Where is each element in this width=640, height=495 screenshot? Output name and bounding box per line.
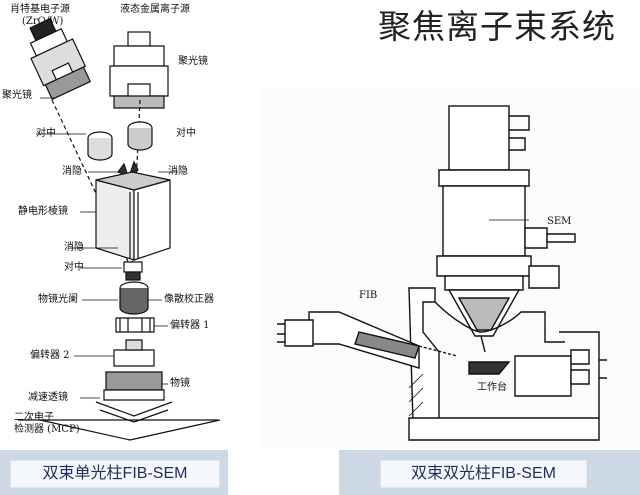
label-alignment-left: 对中 — [36, 128, 56, 139]
stigmator-drawing — [119, 281, 149, 315]
label-fib: FIB — [359, 290, 378, 301]
label-blanking-left: 消隐 — [62, 166, 82, 177]
label-deflector-2: 偏转器 2 — [30, 350, 70, 361]
dual-column-diagram: SEM FIB 工作台 — [259, 88, 640, 448]
caption-single-column: 双束单光柱FIB-SEM — [10, 460, 220, 488]
label-condenser-lens-right: 聚光镜 — [178, 56, 208, 67]
caption-dual-column: 双束双光柱FIB-SEM — [380, 460, 587, 488]
label-deflector-1: 偏转器 1 — [170, 320, 210, 331]
deflector-2-drawing — [113, 339, 155, 367]
label-electrostatic-prism: 静电形棱镜 — [18, 206, 68, 217]
alignment-drawing-left — [87, 131, 113, 161]
label-sem: SEM — [547, 216, 572, 227]
label-detector-mcp: 检测器 (MCP) — [14, 424, 80, 435]
label-electron-source: 肖特基电子源 — [10, 4, 70, 15]
retarding-lens-drawing — [95, 401, 173, 423]
deflector-1-drawing — [115, 317, 155, 333]
label-blanking-right: 消隐 — [168, 166, 188, 177]
label-alignment-right: 对中 — [176, 128, 196, 139]
sem-column-drawing — [436, 105, 576, 353]
page-title: 聚焦离子束系统 — [378, 7, 616, 46]
fib-column-drawing — [277, 311, 458, 369]
label-alignment-bottom: 对中 — [64, 262, 84, 273]
objective-lens-drawing — [103, 371, 165, 401]
label-liquid-metal-ion-source: 液态金属离子源 — [120, 4, 190, 15]
label-objective-lens: 物镜 — [170, 378, 190, 389]
label-retarding-lens: 减速透镜 — [28, 392, 68, 403]
prism-drawing — [95, 171, 171, 261]
label-condenser-lens-left: 聚光镜 — [2, 90, 32, 101]
label-electron-source-material: (ZrO/W) — [22, 16, 64, 27]
alignment-drawing-right — [127, 121, 153, 151]
label-detector: 二次电子 — [14, 412, 54, 423]
label-objective-aperture: 物镜光阑 — [38, 294, 78, 305]
electron-source-drawing — [29, 17, 92, 101]
single-column-diagram: 肖特基电子源 (ZrO/W) 液态金属离子源 聚光镜 聚光镜 对中 对中 消隐 … — [0, 0, 236, 448]
dual-column-drawing — [277, 105, 607, 441]
label-blanking-bottom: 消隐 — [64, 242, 84, 253]
stage-drawing — [468, 349, 607, 397]
label-stigmator: 像散校正器 — [164, 294, 214, 305]
ion-source-drawing — [109, 31, 169, 109]
label-stage: 工作台 — [477, 382, 507, 393]
single-column-drawing — [18, 17, 221, 441]
